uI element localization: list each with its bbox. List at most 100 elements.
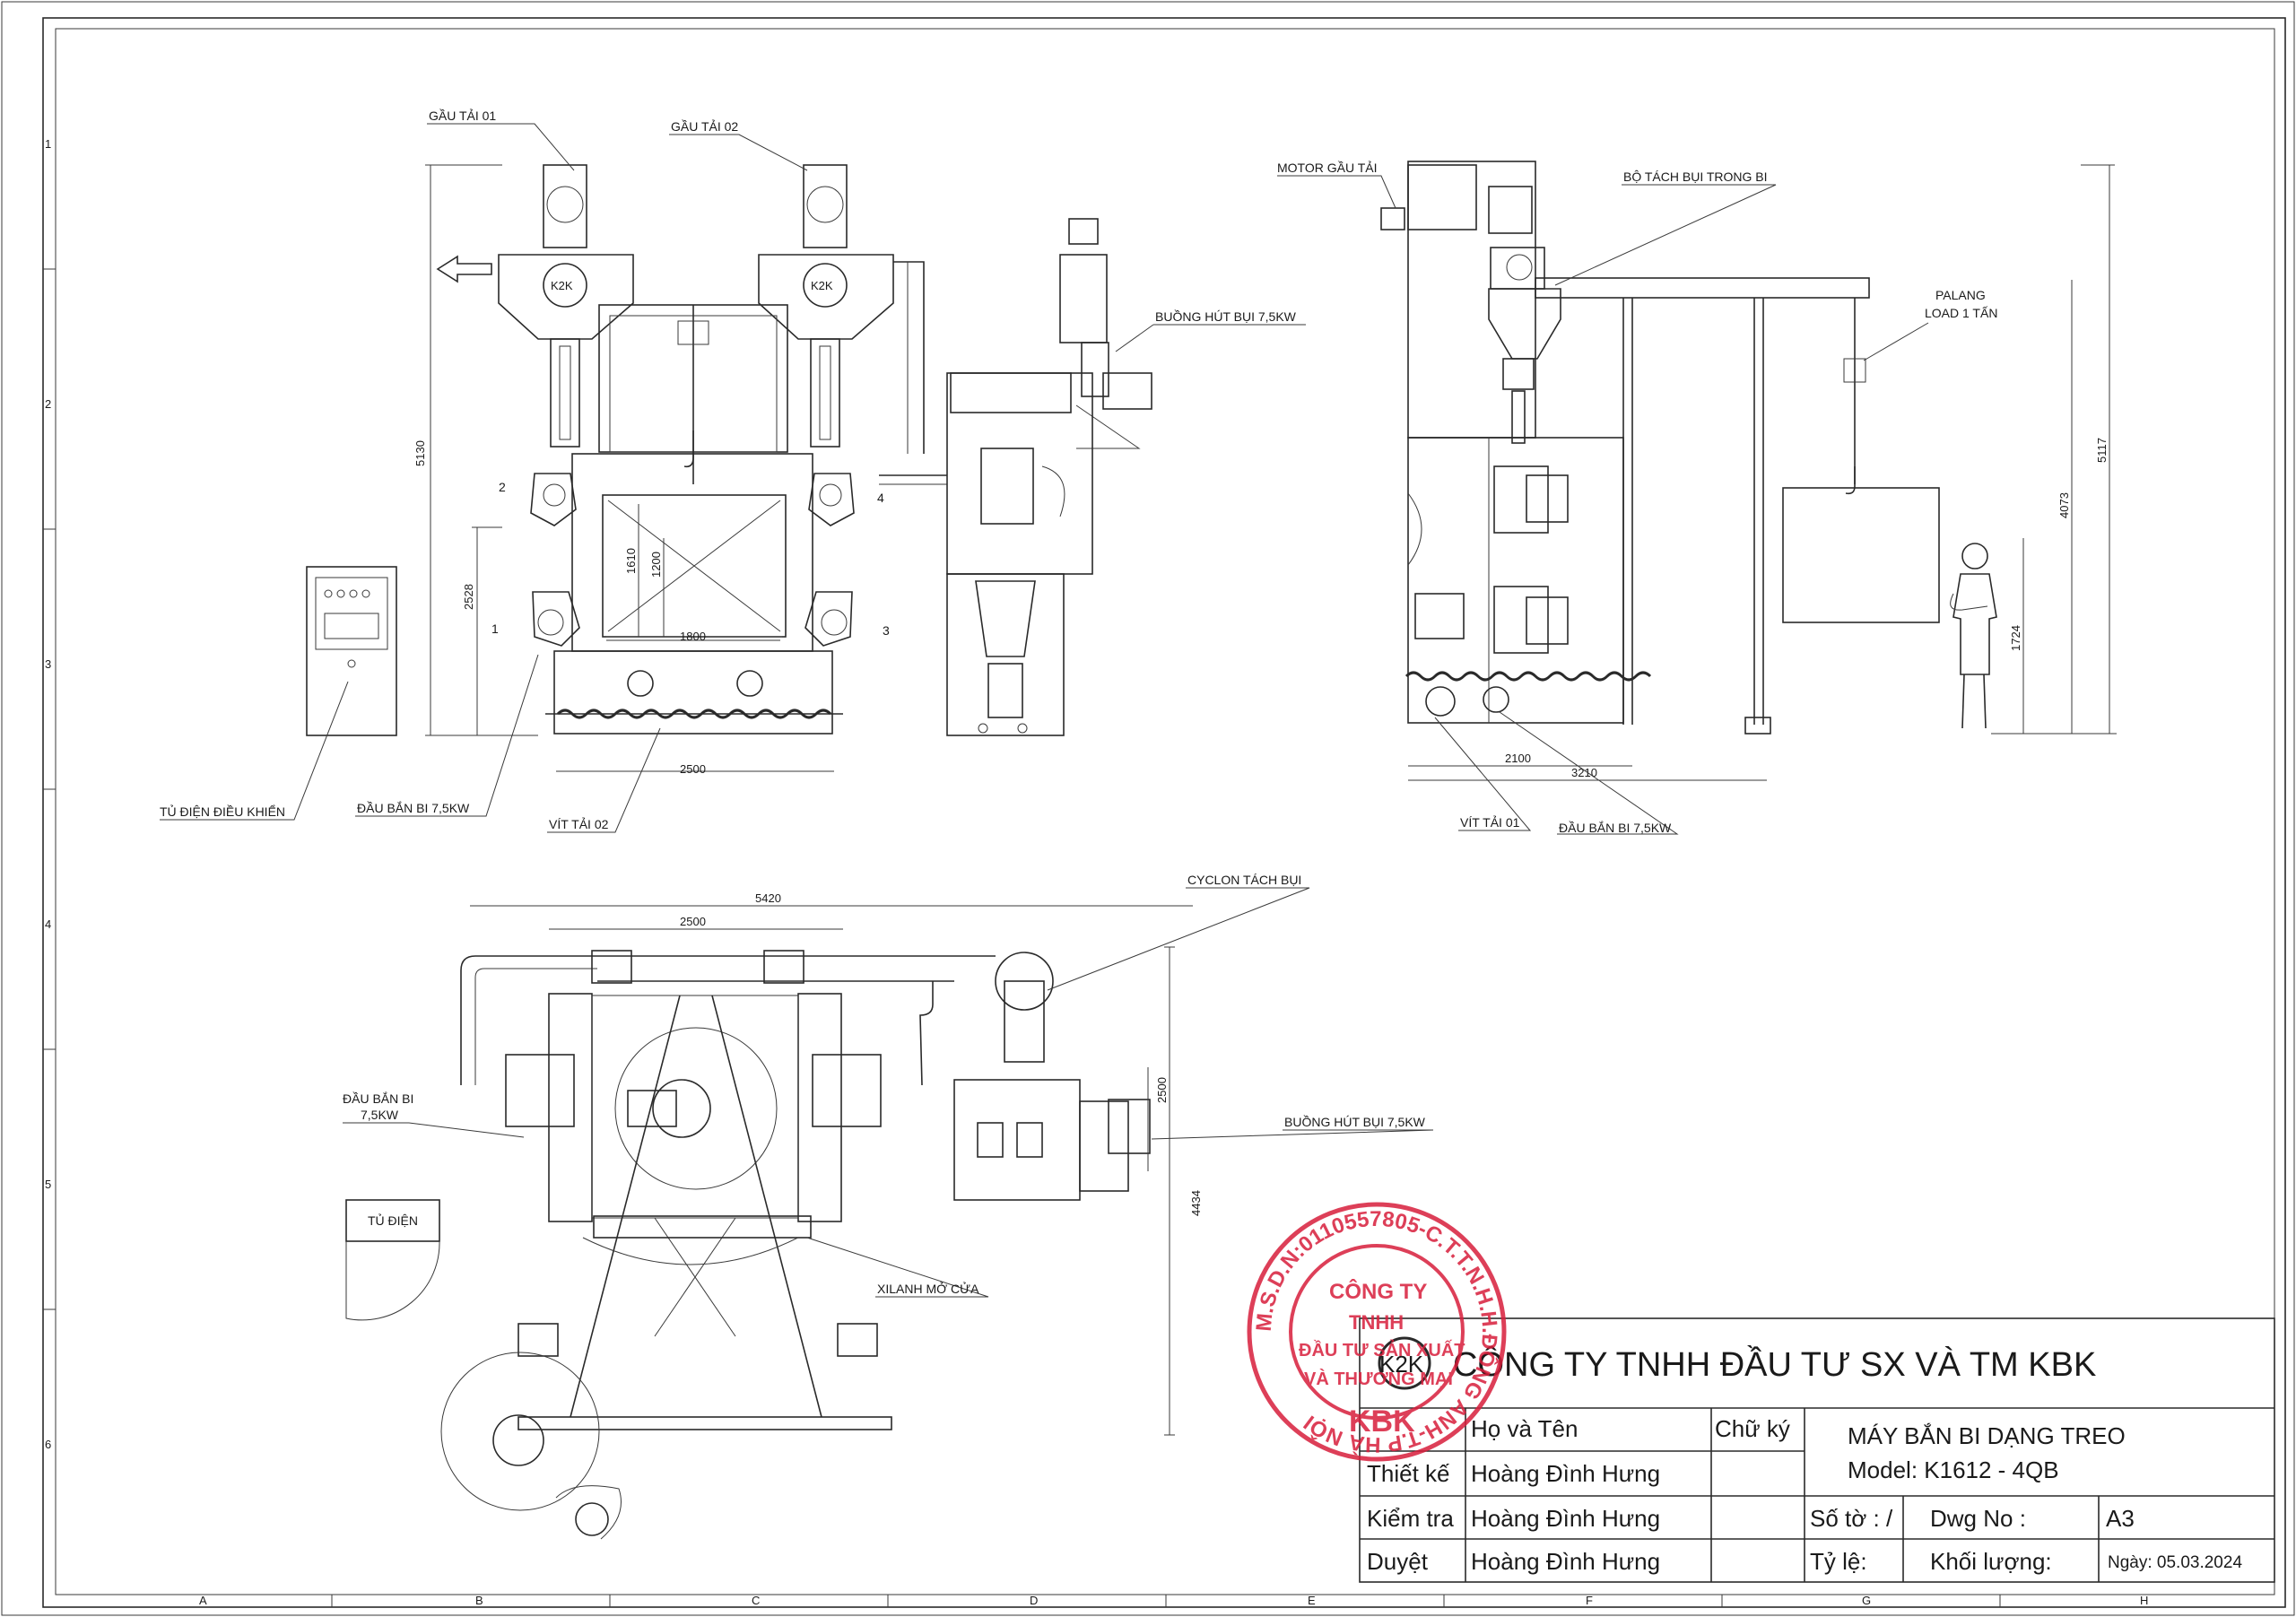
label-tu-dien: TỦ ĐIỆN	[368, 1213, 418, 1228]
row-duyet-name: Hoàng Đình Hưng	[1471, 1548, 1660, 1575]
border-col-b: B	[475, 1594, 483, 1607]
dim-4073: 4073	[2057, 492, 2071, 518]
machine-name: MÁY BẮN BI DẠNG TREO	[1848, 1422, 2126, 1449]
label-vit-tai-02: VÍT TẢI 02	[549, 817, 609, 831]
scale: Tỷ lệ:	[1810, 1548, 1867, 1575]
operator-figure	[555, 1485, 622, 1540]
dim-1610: 1610	[624, 548, 638, 574]
person-figure	[1950, 543, 1997, 729]
label-dau-ban-bi-front: ĐẦU BẮN BI 7,5KW	[357, 800, 470, 815]
company-seal: M.S.D.N:0110557805-C.T.T.N.H.H.ĐÔNG ANH-…	[1247, 1202, 1507, 1462]
title-block: CÔNG TY TNHH ĐẦU TƯ SX VÀ TM KBK Họ và T…	[1359, 1317, 2275, 1583]
label-xilanh: XILANH MỞ CỬA	[877, 1281, 979, 1296]
dimension-lines	[425, 164, 2117, 1436]
border-row-3: 3	[45, 657, 51, 671]
kbk-logo-text: K2K	[1379, 1351, 1424, 1378]
blast-wheel-3	[804, 591, 853, 647]
blast-wheel-4	[808, 473, 855, 526]
label-gau-tai-01: GẦU TẢI 01	[429, 109, 496, 123]
bucket-elevator-01: K2K	[498, 164, 634, 448]
logo-mark-left: K2K	[551, 279, 573, 292]
border-row-6: 6	[45, 1438, 51, 1451]
blast-wheel-2	[530, 473, 577, 526]
border-row-2: 2	[45, 397, 51, 411]
label-dau-ban-bi-side: ĐẦU BẮN BI 7,5KW	[1559, 820, 1672, 835]
dim-5420: 5420	[755, 891, 781, 905]
row-duyet-label: Duyệt	[1367, 1548, 1429, 1575]
exhaust-arrow-icon	[436, 255, 492, 283]
wheel-number-2: 2	[499, 480, 506, 494]
company-name: CÔNG TY TNHH ĐẦU TƯ SX VÀ TM KBK	[1453, 1344, 2096, 1384]
weight: Khối lượng:	[1930, 1548, 2052, 1575]
logo-mark-right: K2K	[811, 279, 833, 292]
header-ho-ten: Họ và Tên	[1471, 1415, 1578, 1442]
border-row-5: 5	[45, 1178, 51, 1191]
label-palang-load: LOAD 1 TẤN	[1925, 306, 1997, 320]
border-row-4: 4	[45, 917, 51, 931]
dim-1800: 1800	[680, 630, 706, 643]
machine-model: Model: K1612 - 4QB	[1848, 1456, 2059, 1483]
row-kiem-tra-name: Hoàng Đình Hưng	[1471, 1505, 1660, 1532]
dim-2500-plan: 2500	[680, 915, 706, 928]
row-kiem-tra-label: Kiểm tra	[1367, 1505, 1454, 1532]
border-col-h: H	[2140, 1594, 2148, 1607]
label-buong-hut-bui: BUỒNG HÚT BỤI 7,5KW	[1155, 309, 1297, 324]
date: Ngày: 05.03.2024	[2108, 1553, 2242, 1572]
label-dau-ban-bi-plan-power: 7,5KW	[361, 1108, 399, 1122]
front-view: K2K K2K	[436, 164, 947, 735]
border-col-a: A	[199, 1594, 207, 1607]
dim-2500-plan-vertical: 2500	[1155, 1077, 1169, 1103]
dimension-values: 5130 2528 1610 1200 1800 2500 5117 4073 …	[413, 438, 2109, 1216]
header-chu-ky: Chữ ký	[1715, 1415, 1790, 1442]
kbk-logo: K2K	[1378, 1336, 1431, 1390]
label-bo-tach-bui: BỘ TÁCH BỤI TRONG BI	[1623, 170, 1768, 184]
control-cabinet	[306, 566, 397, 736]
row-thiet-ke-name: Hoàng Đình Hưng	[1471, 1460, 1660, 1487]
seal-outer-ring	[1247, 1202, 1507, 1462]
dim-5130: 5130	[413, 440, 427, 466]
border-col-d: D	[1030, 1594, 1038, 1607]
border-row-1: 1	[45, 137, 51, 151]
bucket-elevator-02: K2K	[758, 164, 894, 448]
side-view	[1380, 161, 1997, 735]
dim-2528: 2528	[462, 584, 475, 610]
label-buong-hut-bui-plan: BUỒNG HÚT BỤI 7,5KW	[1284, 1114, 1426, 1129]
dust-collector-front	[946, 218, 1152, 736]
label-tu-dien-dieu-khien: TỦ ĐIỆN ĐIỀU KHIỂN	[160, 804, 285, 819]
wheel-number-1: 1	[491, 622, 499, 636]
sheet-number: Số tờ : /	[1810, 1505, 1893, 1532]
label-dau-ban-bi-plan: ĐẦU BẮN BI	[343, 1091, 413, 1106]
blast-wheel-1	[532, 591, 580, 647]
seal-line-1: CÔNG TY	[1329, 1279, 1427, 1304]
dim-5117: 5117	[2095, 438, 2109, 463]
callout-labels: GẦU TẢI 01 GẦU TẢI 02 BUỒNG HÚT BỤI 7,5K…	[160, 109, 1997, 1296]
border-col-e: E	[1308, 1594, 1316, 1607]
sheet-size: A3	[2106, 1505, 2135, 1532]
dim-4434: 4434	[1189, 1190, 1203, 1216]
dim-1724: 1724	[2009, 625, 2022, 651]
row-thiet-ke-label: Thiết kế	[1367, 1460, 1450, 1487]
border-col-g: G	[1862, 1594, 1871, 1607]
dim-3210: 3210	[1571, 766, 1597, 779]
dim-2500: 2500	[680, 762, 706, 776]
border-col-f: F	[1586, 1594, 1593, 1607]
label-cyclon: CYCLON TÁCH BỤI	[1187, 873, 1301, 887]
seal-line-4: VÀ THƯƠNG MẠI	[1304, 1369, 1453, 1389]
dim-1200: 1200	[649, 552, 663, 578]
seal-line-3: ĐẦU TƯ SẢN XUẤT	[1299, 1340, 1465, 1361]
seal-line-2: TNHH	[1349, 1311, 1404, 1334]
wheel-number-4: 4	[877, 491, 884, 505]
callout-leaders	[160, 123, 1929, 1298]
seal-inner-ring	[1289, 1244, 1465, 1420]
plan-view	[345, 950, 1151, 1540]
label-gau-tai-02: GẦU TẢI 02	[671, 119, 738, 134]
dwg-number: Dwg No :	[1930, 1505, 2026, 1532]
label-palang: PALANG	[1935, 288, 1986, 302]
border-col-c: C	[752, 1594, 760, 1607]
dim-2100: 2100	[1505, 752, 1531, 765]
label-vit-tai-01: VÍT TẢI 01	[1460, 815, 1520, 830]
seal-line-5: KBK	[1349, 1404, 1415, 1439]
label-motor-gau-tai: MOTOR GẦU TẢI	[1277, 161, 1378, 175]
wheel-number-3: 3	[883, 623, 890, 638]
